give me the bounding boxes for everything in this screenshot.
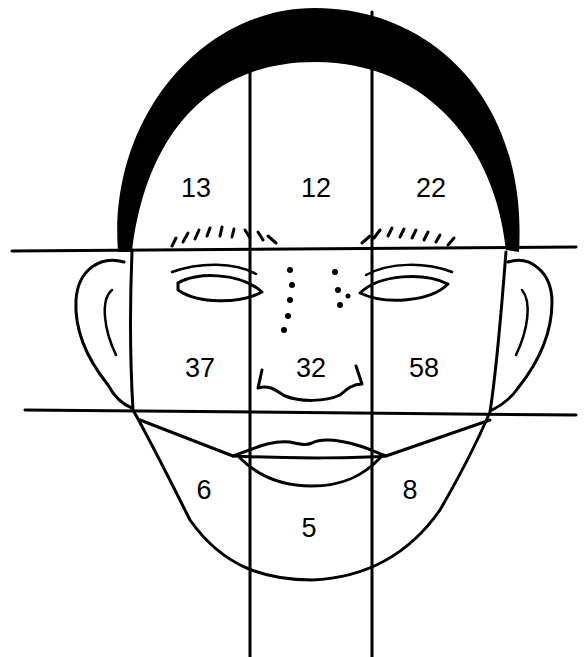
right-eye — [360, 277, 448, 301]
grid-line — [249, 24, 252, 657]
left-eye-lid — [172, 265, 256, 274]
nose-dots — [281, 267, 351, 333]
jaw-line — [386, 420, 490, 456]
right-ear — [492, 260, 552, 410]
hair — [117, 8, 519, 252]
right-eye-lid — [366, 265, 452, 275]
grid-line — [371, 12, 374, 657]
face-outline — [131, 252, 506, 580]
left-ear-inner — [105, 290, 116, 355]
left-eye — [178, 276, 262, 301]
region-number: 6 — [194, 477, 213, 504]
right-eyebrow — [362, 228, 454, 245]
region-number: 5 — [299, 515, 318, 542]
region-number: 37 — [183, 355, 217, 382]
grid-line — [12, 247, 576, 251]
jaw-line — [140, 420, 233, 456]
grid-line — [25, 410, 576, 415]
region-number: 32 — [294, 355, 328, 382]
upper-lip — [233, 440, 386, 458]
left-eyebrow — [172, 227, 276, 246]
region-number: 58 — [407, 355, 441, 382]
left-ear — [76, 260, 132, 408]
right-ear-inner — [516, 290, 528, 355]
region-number: 22 — [414, 175, 448, 202]
lower-lip — [240, 458, 380, 486]
region-number: 13 — [179, 175, 213, 202]
region-number: 12 — [299, 175, 333, 202]
region-number: 8 — [400, 477, 419, 504]
